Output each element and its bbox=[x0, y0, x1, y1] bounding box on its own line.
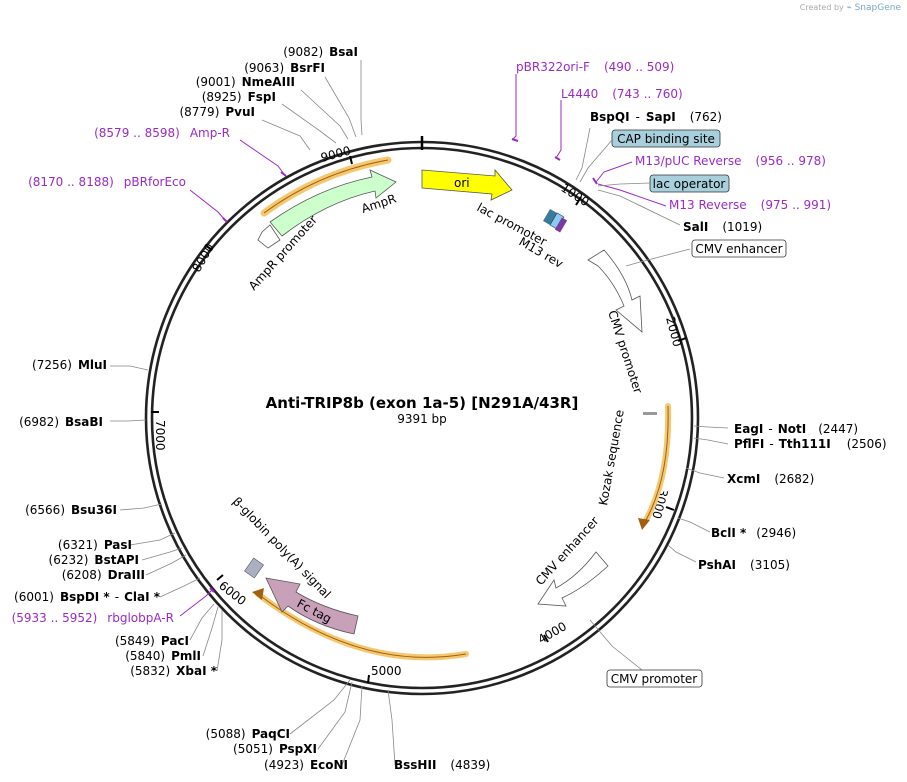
site-pflfi-tth111i: PflFI-Tth111I(2506) bbox=[734, 437, 887, 451]
fc-halo-head bbox=[252, 588, 264, 600]
site-xcmi: XcmI(2682) bbox=[727, 472, 814, 486]
tick-4000: 4000 bbox=[536, 619, 569, 646]
primer-amp-r: (8579 .. 8598)Amp-R bbox=[94, 126, 230, 140]
tick-1000: 1000 bbox=[558, 181, 591, 209]
primer-rbglobpa-r: (5933 .. 5952)rbglobpA-R bbox=[12, 611, 174, 625]
site-xbai: (5832)XbaI * bbox=[130, 664, 217, 678]
primer-l4440: L4440(743 .. 760) bbox=[561, 87, 683, 101]
site-bspdi-clai: (6001)BspDI *-ClaI * bbox=[14, 590, 161, 604]
site-bcli: BclI *(2946) bbox=[711, 526, 796, 540]
site-labels-left: (7256)MluI (6982)BsaBI (6566)Bsu36I (632… bbox=[14, 358, 218, 678]
primer-leaders bbox=[179, 74, 667, 617]
cmv-enhancer-bottom-arrow bbox=[537, 551, 609, 607]
cmv-enhancer-arrow bbox=[587, 249, 643, 333]
site-sali: SalI(1019) bbox=[683, 220, 762, 234]
site-labels-bottom: (5088)PaqCI (5051)PspXI (4923)EcoNI BssH… bbox=[206, 727, 491, 772]
snapgene-credit: Created by ⌁ SnapGene bbox=[799, 3, 901, 13]
plasmid-size: 9391 bp bbox=[397, 412, 447, 426]
site-leaders bbox=[110, 60, 729, 766]
lacop-label: lac operator bbox=[653, 177, 726, 191]
site-bspqi-sapi: BspQI-SapI(762) bbox=[590, 110, 722, 124]
site-labels-right: EagI-NotI(2447) PflFI-Tth111I(2506) XcmI… bbox=[698, 422, 887, 572]
tick-8000: 8000 bbox=[189, 241, 216, 274]
site-draiii: (6208)DraIII bbox=[62, 568, 145, 582]
site-labels-top-left: (9082)BsaI (9063)BsrFI (9001)NmeAIII (89… bbox=[179, 45, 358, 119]
fc-tag-arrow bbox=[265, 577, 359, 635]
site-bsai: (9082)BsaI bbox=[283, 45, 358, 59]
site-econi: (4923)EcoNI bbox=[264, 758, 348, 772]
ori-arrow bbox=[421, 168, 513, 201]
site-pasi: (6321)PasI bbox=[58, 538, 132, 552]
site-bsrfi: (9063)BsrFI bbox=[244, 61, 325, 75]
site-pmli: (5840)PmlI bbox=[125, 649, 201, 663]
cmv-enhancer-box bbox=[691, 239, 787, 258]
cmv-enhancer-box-label: CMV enhancer bbox=[695, 242, 782, 256]
site-pvui: (8779)PvuI bbox=[179, 105, 255, 119]
position-ticks: 1000 2000 3000 4000 5000 6000 7000 8000 … bbox=[151, 143, 687, 684]
lac-promoter-label: lac promoter bbox=[475, 200, 549, 248]
tick-5000: 5000 bbox=[371, 664, 402, 678]
site-bstapi: (6232)BstAPI bbox=[49, 553, 139, 567]
boxed-labels: CAP binding site lac operator CMV enhanc… bbox=[606, 129, 787, 688]
primer-m13-reverse: M13 Reverse(975 .. 991) bbox=[669, 198, 831, 212]
cap-label: CAP binding site bbox=[617, 132, 715, 146]
kozak-glyph bbox=[643, 412, 657, 415]
site-fspi: (8925)FspI bbox=[202, 90, 276, 104]
ori-label: ori bbox=[454, 176, 470, 190]
tick-7000: 7000 bbox=[153, 420, 167, 451]
ampr-arrow bbox=[269, 169, 397, 237]
site-labels-top-right: BspQI-SapI(762) SalI(1019) bbox=[590, 110, 762, 234]
lacop-box bbox=[649, 174, 730, 193]
site-nmeaiii: (9001)NmeAIII bbox=[196, 75, 295, 89]
site-paci: (5849)PacI bbox=[115, 634, 189, 648]
cmv-promoter-box-label: CMV promoter bbox=[611, 672, 698, 686]
kozak-label: Kozak sequence bbox=[596, 409, 627, 507]
site-paqci: (5088)PaqCI bbox=[206, 727, 290, 741]
lac-region-glyphs bbox=[543, 208, 568, 233]
box-leaders bbox=[579, 139, 651, 187]
primer-pbr322ori-f: pBR322ori-F(490 .. 509) bbox=[516, 60, 674, 74]
site-pspxi: (5051)PspXI bbox=[233, 742, 317, 756]
cap-box bbox=[611, 129, 721, 148]
primer-marks bbox=[209, 138, 598, 593]
site-eagi-noti: EagI-NotI(2447) bbox=[734, 422, 858, 436]
site-pshai: PshAI(3105) bbox=[698, 558, 790, 572]
site-mlui: (7256)MluI bbox=[32, 358, 107, 372]
primer-pbrforeco: (8170 .. 8188)pBRforEco bbox=[28, 175, 186, 189]
plasmid-name: Anti-TRIP8b (exon 1a-5) [N291A/43R] bbox=[266, 394, 579, 412]
tick-6000: 6000 bbox=[216, 578, 249, 608]
insert-halo-head bbox=[638, 518, 650, 530]
site-bsabi: (6982)BsaBI bbox=[19, 415, 103, 429]
primer-labels: pBR322ori-F(490 .. 509) L4440(743 .. 760… bbox=[12, 60, 832, 625]
site-bsu36i: (6566)Bsu36I bbox=[25, 503, 117, 517]
insert-halo-line bbox=[645, 405, 669, 521]
cmv-promoter-box bbox=[606, 669, 703, 688]
ampr-promoter-arrow bbox=[257, 224, 281, 249]
beta-globin-glyph bbox=[244, 557, 264, 579]
site-bsshii: BssHII(4839) bbox=[394, 758, 490, 772]
primer-m13-puc-reverse: M13/pUC Reverse(956 .. 978) bbox=[635, 154, 826, 168]
ampr-halo-line bbox=[263, 159, 389, 214]
fc-halo-line bbox=[257, 593, 467, 658]
